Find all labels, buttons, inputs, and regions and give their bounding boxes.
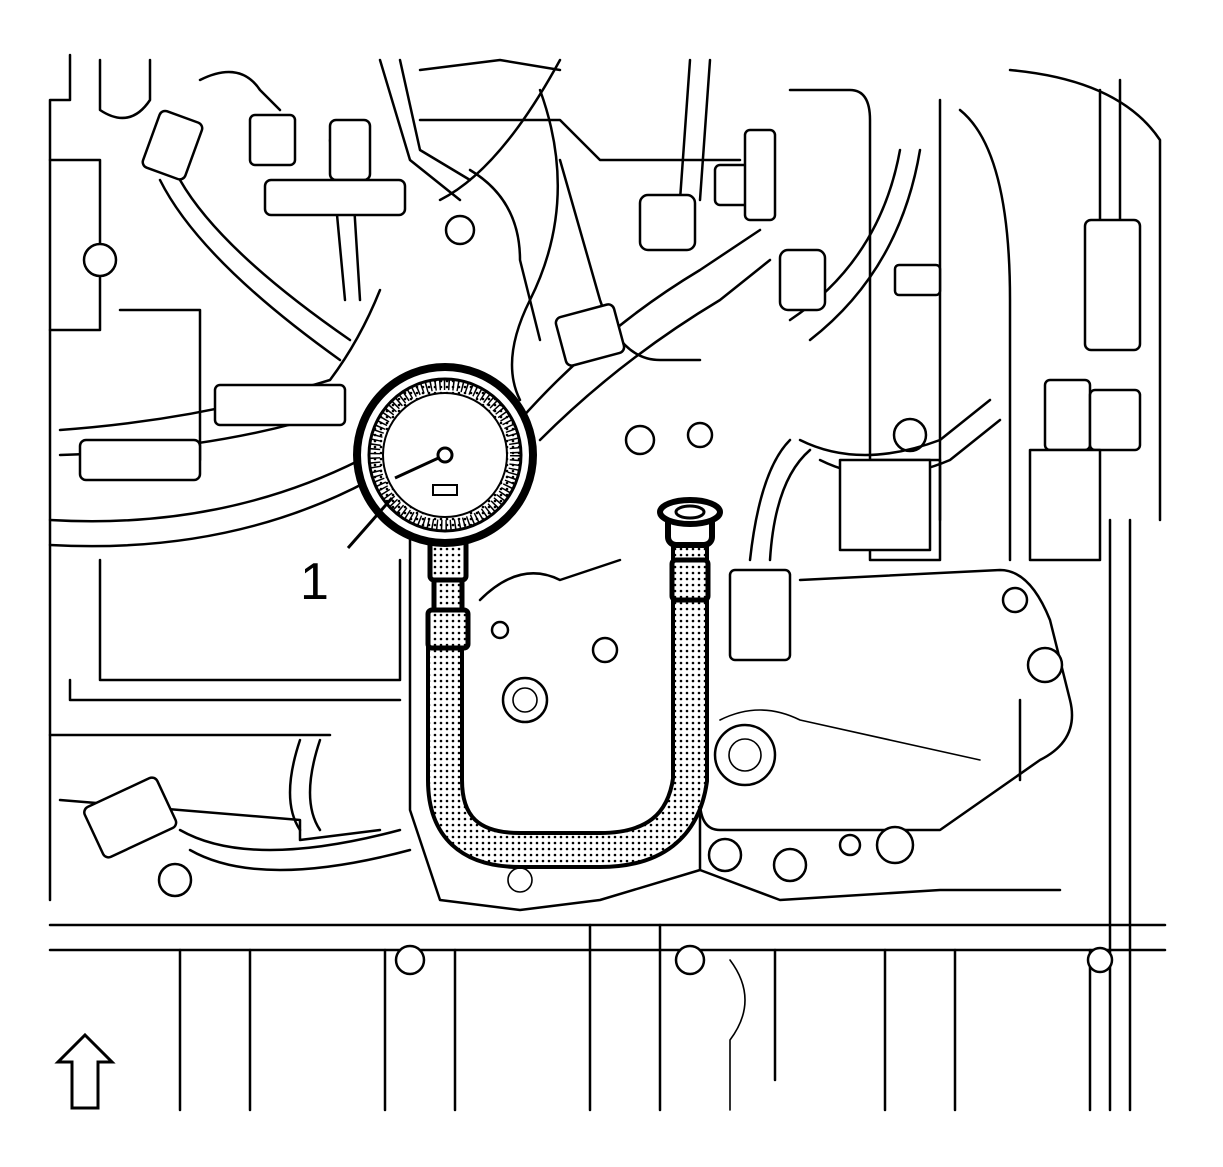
up-arrow-icon	[54, 1032, 116, 1110]
engine-block	[48, 53, 1167, 1112]
pressure-gauge-assembly	[346, 363, 723, 869]
wiring-harness	[48, 58, 1122, 872]
electrical-connectors	[78, 109, 1142, 859]
callout-label-1: 1	[300, 553, 329, 611]
